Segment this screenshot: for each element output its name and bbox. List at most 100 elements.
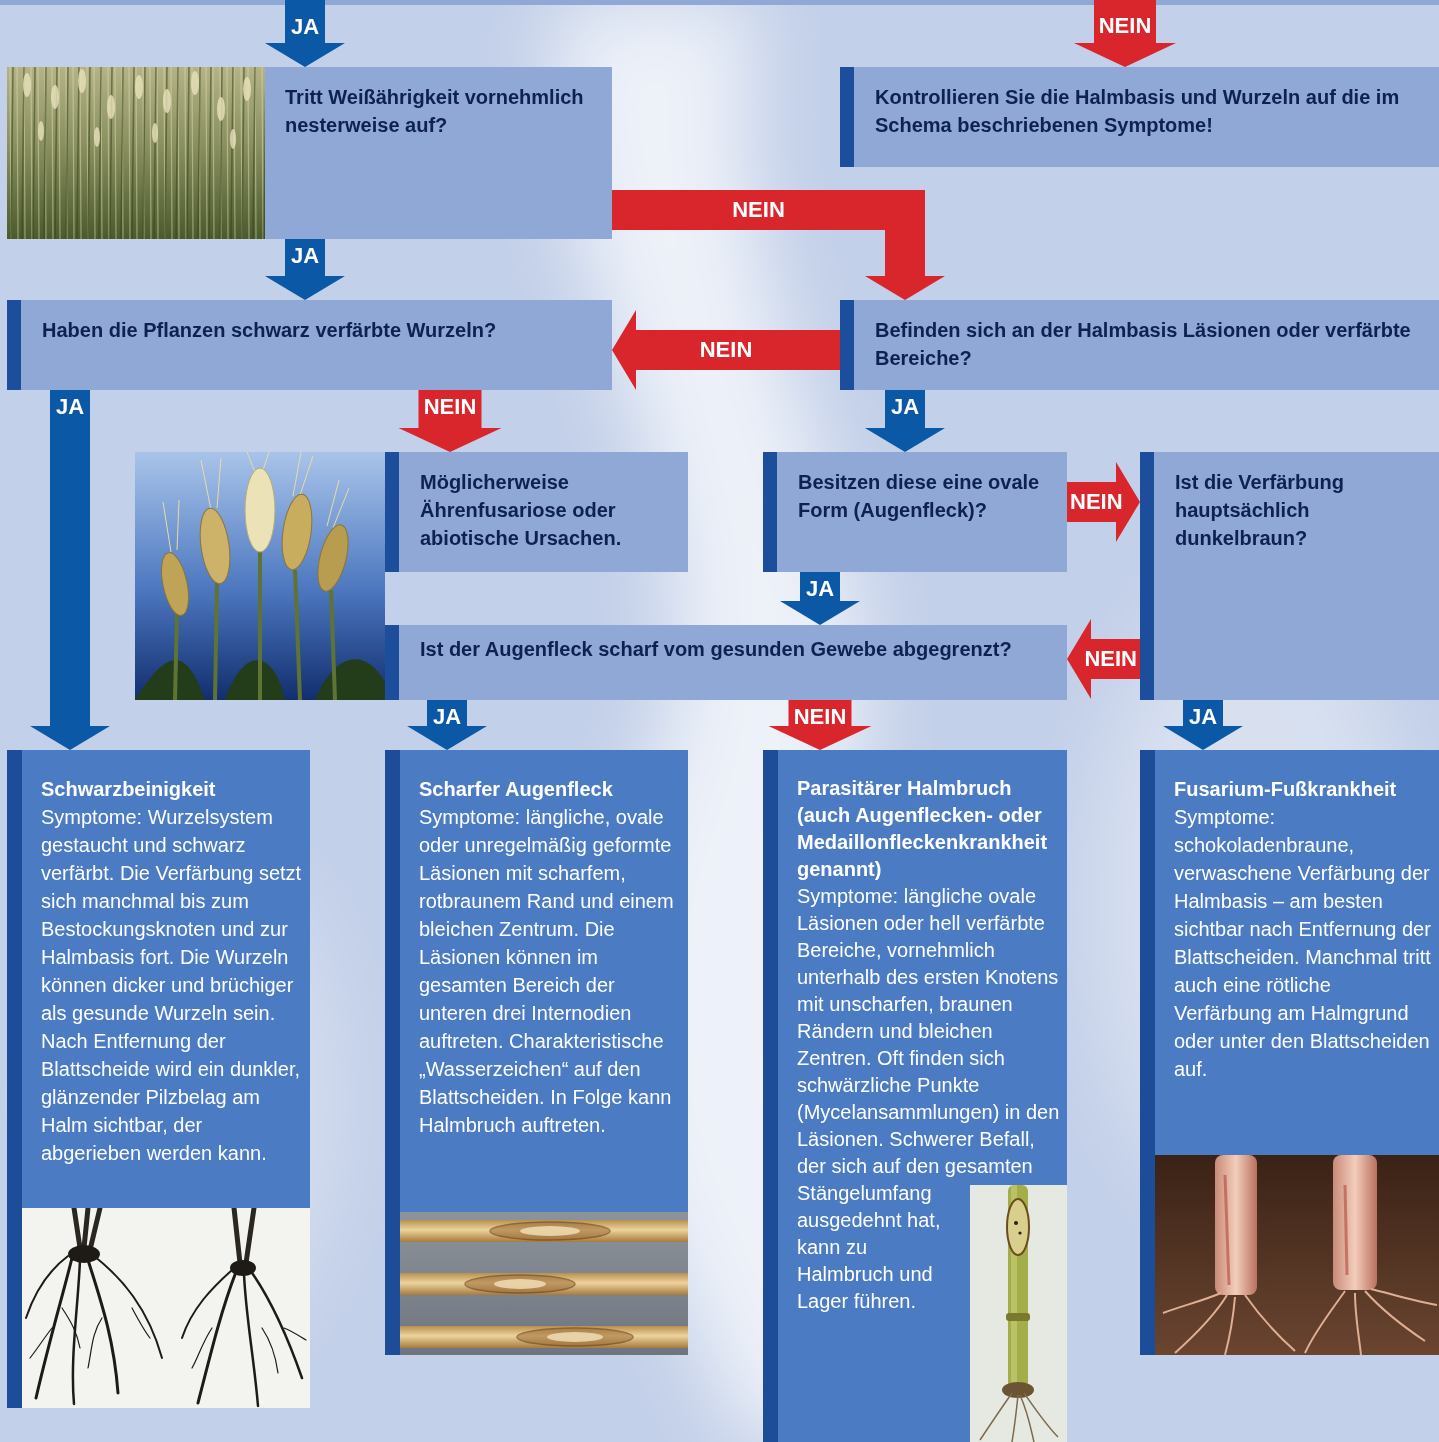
photo-ground bbox=[1155, 1155, 1439, 1355]
lesion bbox=[1007, 1199, 1029, 1255]
photo-ground bbox=[22, 1208, 310, 1408]
question-box: Tritt Weißährigkeit vornehmlich nesterwe… bbox=[7, 67, 612, 239]
photo-sky bbox=[135, 452, 385, 700]
crown bbox=[68, 1245, 100, 1263]
ear bbox=[312, 522, 354, 594]
arrow-label: NEIN bbox=[794, 704, 847, 730]
top-box-edge bbox=[0, 0, 1439, 5]
diagnosis-title: Schwarzbeinigkeit bbox=[41, 775, 304, 803]
arrow-head bbox=[1163, 726, 1243, 750]
instruction-text: Kontrollieren Sie die Halmbasis und Wurz… bbox=[875, 83, 1429, 139]
stems bbox=[175, 552, 335, 700]
instruction-box: Kontrollieren Sie die Halmbasis und Wurz… bbox=[840, 67, 1439, 167]
question-text: Haben die Pflanzen schwarz verfärbte Wur… bbox=[42, 316, 602, 344]
ears bbox=[23, 69, 251, 149]
diagnosis-box: SchwarzbeinigkeitSymptome: Wurzelsystem … bbox=[7, 750, 310, 1408]
symptom-text: Symptome: längliche, ovale oder unregelm… bbox=[419, 803, 682, 1139]
eyespot-straw-photo bbox=[400, 1212, 688, 1355]
stalks bbox=[7, 67, 265, 239]
arrow-head bbox=[399, 428, 502, 452]
question-text: Tritt Weißährigkeit vornehmlich nesterwe… bbox=[285, 83, 602, 139]
field-ground bbox=[7, 67, 265, 239]
yes-arrow bbox=[407, 700, 487, 750]
arrow-head bbox=[769, 726, 872, 750]
diagnosis-box: Scharfer AugenfleckSymptome: längliche, … bbox=[385, 750, 688, 1355]
arrow-head bbox=[780, 601, 860, 625]
arrow-label: JA bbox=[291, 243, 319, 269]
question-box: Ist die Verfärbung hauptsächlich dunkelb… bbox=[1140, 452, 1439, 700]
no-arrow bbox=[612, 310, 840, 390]
wheat-field-photo bbox=[7, 67, 265, 239]
arrow-head bbox=[30, 726, 110, 750]
arrow-label: JA bbox=[291, 14, 319, 40]
question-box: Haben die Pflanzen schwarz verfärbte Wur… bbox=[7, 300, 612, 390]
arrow-label-holder: NEIN bbox=[424, 394, 477, 420]
diagnosis-box: Fusarium-FußkrankheitSymptome: schokolad… bbox=[1140, 750, 1439, 1355]
wheat-ears-photo bbox=[135, 452, 385, 700]
yes-arrow bbox=[1163, 700, 1243, 750]
yes-arrow bbox=[30, 390, 110, 750]
symptom-text: Symptome: längliche ovale Läsionen oder … bbox=[797, 883, 1061, 1315]
mycel-dot bbox=[1014, 1221, 1018, 1225]
symptom-text: Symptome: Wurzelsystem gestaucht und sch… bbox=[41, 803, 304, 1167]
yes-arrow bbox=[265, 0, 345, 67]
stem bbox=[1215, 1155, 1257, 1295]
no-arrow bbox=[1067, 619, 1140, 699]
arrow-shaft bbox=[636, 330, 840, 370]
red-discoloration bbox=[1225, 1175, 1347, 1285]
straw bbox=[400, 1220, 688, 1242]
straw bbox=[400, 1326, 688, 1348]
arrow-label-holder: NEIN bbox=[794, 704, 847, 730]
arrow-label: NEIN bbox=[424, 394, 477, 420]
yes-arrow bbox=[865, 390, 945, 452]
arrow-label-holder: NEIN bbox=[1084, 646, 1137, 672]
white-ear bbox=[245, 468, 275, 552]
roots bbox=[26, 1208, 306, 1406]
no-arrow bbox=[1074, 0, 1176, 67]
photo-ground bbox=[970, 1185, 1067, 1442]
arrow-label: JA bbox=[806, 576, 834, 602]
arrow-shaft bbox=[285, 239, 325, 276]
no-arrow bbox=[769, 700, 872, 750]
yes-arrow bbox=[780, 572, 860, 625]
arrow-label: NEIN bbox=[1084, 646, 1137, 672]
diagnosis-title: Fusarium-Fußkrankheit bbox=[1174, 775, 1433, 803]
mycel-dot bbox=[1018, 1231, 1021, 1234]
arrow-label-holder: JA bbox=[433, 704, 461, 730]
arrow-label-holder: NEIN bbox=[1099, 13, 1152, 39]
no-arrow bbox=[1067, 462, 1140, 542]
question-text: Ist der Augenfleck scharf vom gesunden G… bbox=[420, 635, 1057, 663]
arrow-label: JA bbox=[56, 394, 84, 420]
ear bbox=[278, 492, 316, 571]
fusarium-stem-photo bbox=[1155, 1155, 1439, 1355]
arrow-label: NEIN bbox=[1070, 489, 1123, 515]
arrow-head bbox=[265, 276, 345, 300]
arrow-label: JA bbox=[891, 394, 919, 420]
arrow-head bbox=[865, 276, 945, 300]
arrow-head bbox=[612, 310, 636, 390]
yes-arrow bbox=[265, 239, 345, 300]
no-arrow bbox=[612, 210, 945, 300]
arrow-label: NEIN bbox=[700, 337, 753, 363]
question-box: Ist der Augenfleck scharf vom gesunden G… bbox=[385, 625, 1067, 700]
arrow-head bbox=[865, 428, 945, 452]
photo-ground bbox=[400, 1212, 688, 1355]
arrow-label-holder: JA bbox=[291, 243, 319, 269]
lesions bbox=[465, 1222, 633, 1346]
arrow-label-holder: JA bbox=[806, 576, 834, 602]
arrow-head bbox=[407, 726, 487, 750]
ear bbox=[196, 506, 234, 585]
ear bbox=[157, 550, 194, 618]
roots bbox=[980, 1393, 1058, 1442]
symptom-text: Symptome: schokoladenbraune, verwaschene… bbox=[1174, 803, 1433, 1083]
question-box: Befinden sich an der Halmbasis Läsionen … bbox=[840, 300, 1439, 390]
crown bbox=[230, 1260, 256, 1276]
arrow-shaft bbox=[419, 390, 482, 428]
roots bbox=[1163, 1289, 1437, 1355]
diagnosis-box: Parasitärer Halmbruch (auch Augenflecken… bbox=[763, 750, 1067, 1442]
note-text: Möglicherweise Ährenfusariose oder abiot… bbox=[420, 468, 678, 552]
arrow-shaft bbox=[50, 390, 90, 726]
arrow-shaft bbox=[800, 572, 840, 601]
